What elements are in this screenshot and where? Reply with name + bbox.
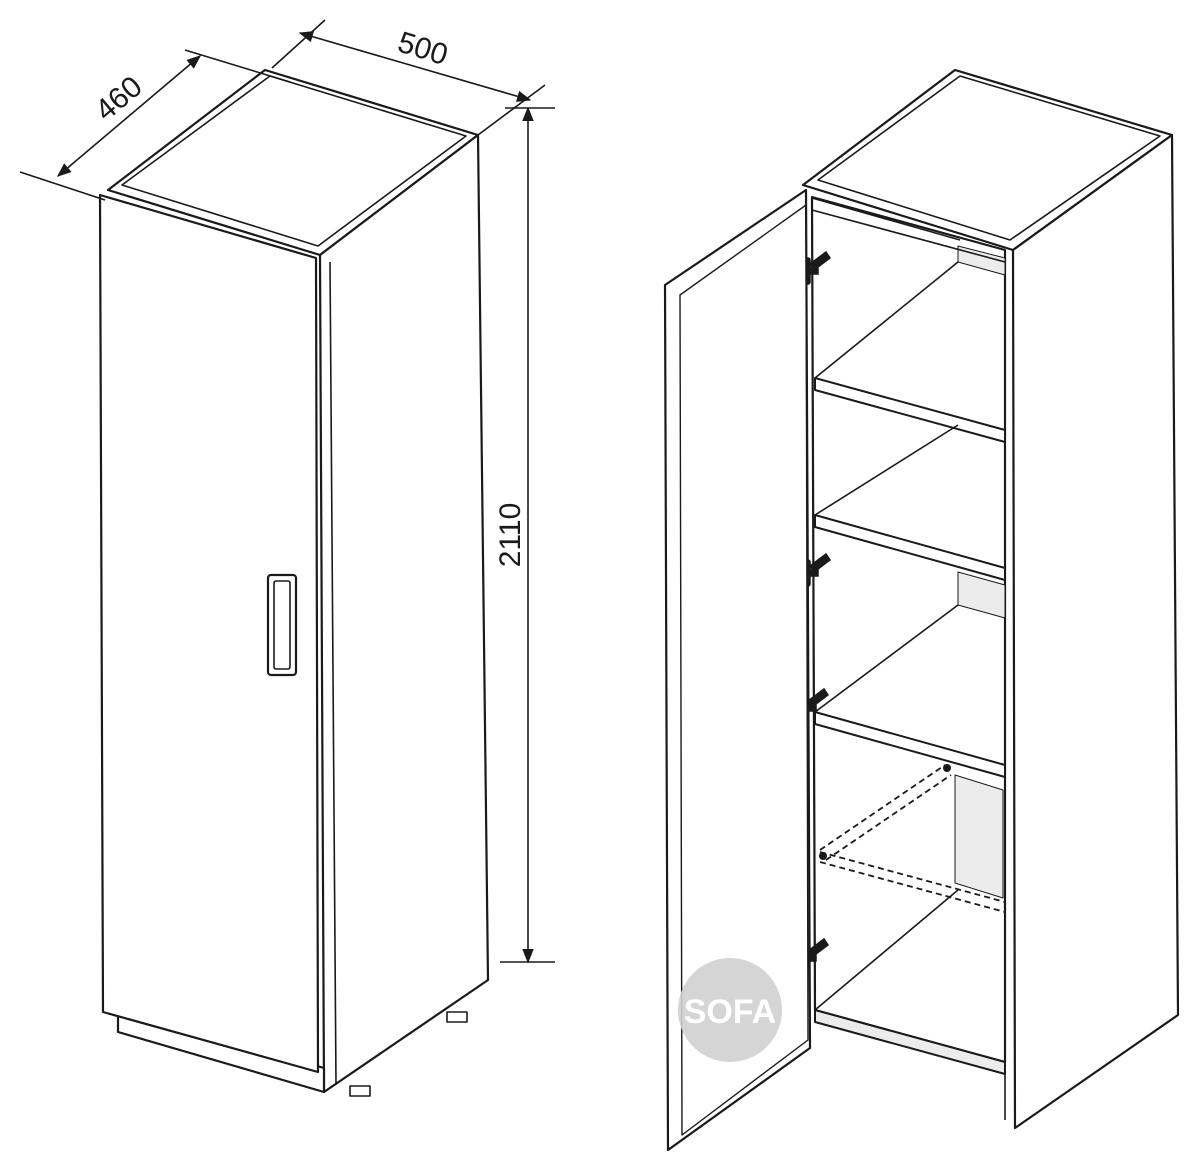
shelf [814,889,1006,1075]
open-cabinet [801,68,1180,1130]
hanging-rail [819,764,1006,913]
watermark-circle [678,958,782,1062]
shelves [814,261,1006,1075]
open-cabinet-side-panel [1011,133,1180,1130]
closed-cabinet [98,68,490,1097]
dimension-lines [19,19,555,964]
depth-dimension-line [56,55,202,177]
height-label: 2110 [494,503,527,568]
cabinet-door [98,193,320,1074]
door-handle [266,573,298,677]
watermark-text: SOFA [684,993,777,1031]
open-door [663,188,812,1152]
width-label: 500 [394,26,452,72]
sofa-watermark: SOFA [678,958,782,1062]
cabinet-side-panel [318,133,490,1094]
depth-label: 460 [89,70,149,127]
shelf [814,424,1006,581]
shelf [814,604,1006,778]
open-door-panel [663,188,812,1152]
width-dimension-line [298,31,532,102]
